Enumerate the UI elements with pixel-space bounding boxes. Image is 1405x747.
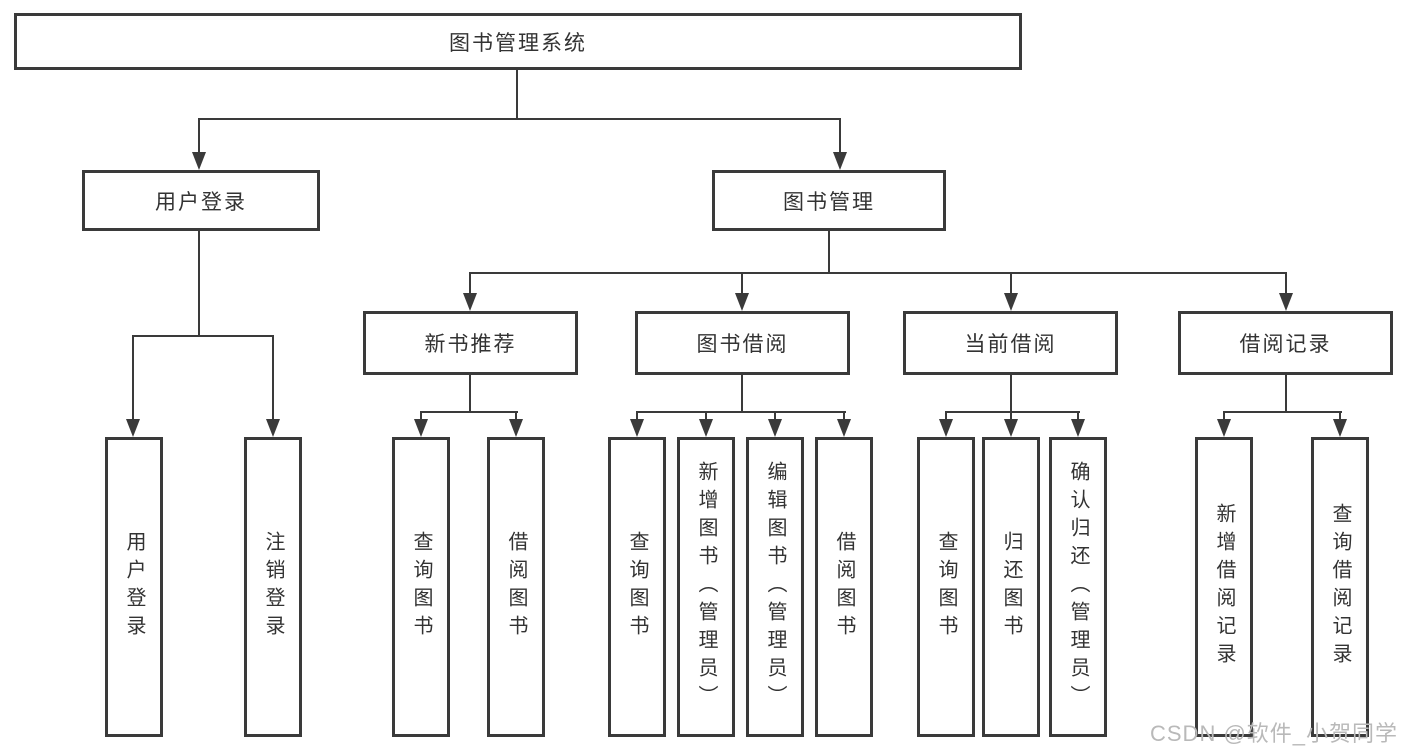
node-borrow-records: 借阅记录 — [1178, 311, 1393, 375]
node-query-books-recommend: 查询图书 — [392, 437, 450, 737]
node-add-borrow-record: 新增借阅记录 — [1195, 437, 1253, 737]
node-borrow-book-recommend-label: 借阅图书 — [505, 531, 527, 643]
node-book-borrow: 图书借阅 — [635, 311, 850, 375]
arrow-down-icon — [833, 152, 847, 170]
node-query-books-current: 查询图书 — [917, 437, 975, 737]
arrow-down-icon — [414, 419, 428, 437]
node-borrow-book: 借阅图书 — [815, 437, 873, 737]
connector-line — [1077, 411, 1079, 421]
node-edit-book-admin: 编辑图书（管理员） — [746, 437, 804, 737]
connector-line — [132, 335, 274, 337]
arrow-down-icon — [1279, 293, 1293, 311]
connector-line — [945, 411, 1080, 413]
arrow-down-icon — [1004, 293, 1018, 311]
connector-line — [1010, 272, 1012, 295]
arrow-down-icon — [768, 419, 782, 437]
node-root-label: 图书管理系统 — [449, 31, 587, 55]
connector-line — [705, 411, 707, 421]
connector-line — [469, 272, 1287, 274]
arrow-down-icon — [126, 419, 140, 437]
node-borrow-book-label: 借阅图书 — [833, 531, 855, 643]
connector-line — [741, 375, 743, 411]
node-book-management-label: 图书管理 — [783, 190, 875, 214]
connector-line — [828, 231, 830, 272]
node-edit-book-admin-label: 编辑图书（管理员） — [764, 461, 786, 713]
connector-line — [741, 272, 743, 295]
node-borrow-book-recommend: 借阅图书 — [487, 437, 545, 737]
node-add-borrow-record-label: 新增借阅记录 — [1213, 503, 1235, 671]
node-root: 图书管理系统 — [14, 13, 1022, 70]
arrow-down-icon — [192, 152, 206, 170]
arrow-down-icon — [1071, 419, 1085, 437]
connector-line — [774, 411, 776, 421]
node-new-book-recommend-label: 新书推荐 — [424, 333, 517, 356]
arrow-down-icon — [266, 419, 280, 437]
node-new-book-recommend: 新书推荐 — [363, 311, 578, 375]
node-borrow-records-label: 借阅记录 — [1239, 333, 1332, 356]
connector-line — [839, 118, 841, 154]
node-book-management: 图书管理 — [712, 170, 946, 231]
node-return-book: 归还图书 — [982, 437, 1040, 737]
connector-line — [132, 335, 134, 421]
node-query-books-borrow: 查询图书 — [608, 437, 666, 737]
connector-line — [469, 272, 471, 295]
node-current-borrow: 当前借阅 — [903, 311, 1118, 375]
arrow-down-icon — [1004, 419, 1018, 437]
connector-line — [272, 335, 274, 421]
node-query-borrow-record-label: 查询借阅记录 — [1329, 503, 1351, 671]
node-user-login-group: 用户登录 — [82, 170, 320, 231]
csdn-watermark: CSDN @软件_小贺同学 — [1150, 721, 1399, 746]
connector-line — [1223, 411, 1342, 413]
arrow-down-icon — [1333, 419, 1347, 437]
node-confirm-return-admin: 确认归还（管理员） — [1049, 437, 1107, 737]
connector-line — [420, 411, 518, 413]
arrow-down-icon — [1217, 419, 1231, 437]
node-logout-label: 注销登录 — [262, 531, 284, 643]
arrow-down-icon — [463, 293, 477, 311]
node-add-book-admin-label: 新增图书（管理员） — [695, 461, 717, 713]
connector-line — [1285, 272, 1287, 295]
node-return-book-label: 归还图书 — [1000, 531, 1022, 643]
connector-line — [1285, 375, 1287, 411]
node-query-books-current-label: 查询图书 — [935, 531, 957, 643]
node-query-borrow-record: 查询借阅记录 — [1311, 437, 1369, 737]
connector-line — [198, 118, 200, 154]
node-logout: 注销登录 — [244, 437, 302, 737]
connector-line — [198, 231, 200, 335]
arrow-down-icon — [837, 419, 851, 437]
node-add-book-admin: 新增图书（管理员） — [677, 437, 735, 737]
connector-line — [843, 411, 845, 421]
connector-line — [516, 70, 518, 118]
connector-line — [1010, 375, 1012, 411]
node-query-books-recommend-label: 查询图书 — [410, 531, 432, 643]
node-user-login-label: 用户登录 — [123, 531, 145, 643]
node-user-login: 用户登录 — [105, 437, 163, 737]
connector-line — [1223, 411, 1225, 421]
connector-line — [945, 411, 947, 421]
connector-line — [420, 411, 422, 421]
arrow-down-icon — [509, 419, 523, 437]
arrow-down-icon — [939, 419, 953, 437]
arrow-down-icon — [630, 419, 644, 437]
connector-line — [198, 118, 841, 120]
node-book-borrow-label: 图书借阅 — [696, 333, 789, 356]
connector-line — [469, 375, 471, 411]
connector-line — [1339, 411, 1341, 421]
arrow-down-icon — [699, 419, 713, 437]
connector-line — [636, 411, 638, 421]
node-query-books-borrow-label: 查询图书 — [626, 531, 648, 643]
node-current-borrow-label: 当前借阅 — [964, 333, 1057, 356]
node-confirm-return-admin-label: 确认归还（管理员） — [1067, 461, 1089, 713]
connector-line — [515, 411, 517, 421]
connector-line — [636, 411, 846, 413]
node-user-login-group-label: 用户登录 — [155, 190, 247, 214]
arrow-down-icon — [735, 293, 749, 311]
connector-line — [1010, 411, 1012, 421]
